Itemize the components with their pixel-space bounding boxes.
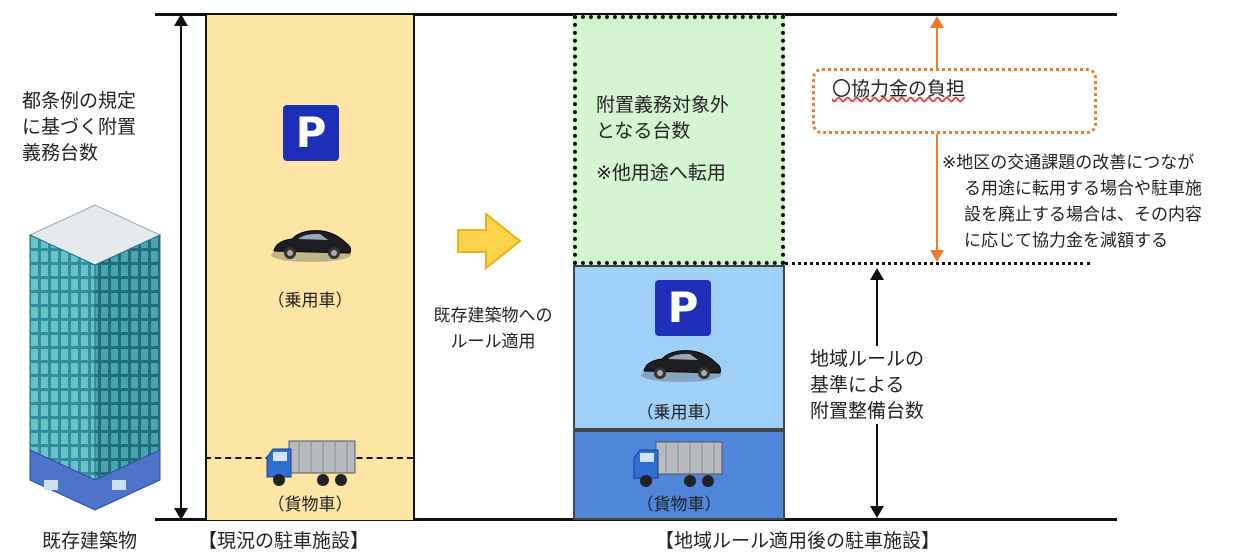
exempt-note: ※他用途へ転用 bbox=[596, 162, 726, 184]
after-facility-caption: 【地域ルール適用後の駐車施設】 bbox=[655, 530, 941, 552]
contribution-range-arrow bbox=[930, 16, 944, 262]
truck-icon bbox=[266, 440, 356, 486]
car-icon bbox=[271, 230, 351, 262]
yellow-right-arrow-icon bbox=[457, 211, 522, 271]
car-label: （乗用車） bbox=[636, 403, 722, 423]
car-icon bbox=[641, 350, 721, 382]
building-caption: 既存建築物 bbox=[42, 530, 138, 552]
current-parking-column bbox=[205, 15, 415, 520]
contribution-callout-text: 〇協力金の負担 bbox=[832, 78, 966, 100]
parking-sign-icon: P bbox=[283, 105, 339, 161]
exempt-label: 附置義務対象外 となる台数 bbox=[596, 94, 730, 142]
contribution-note: ※地区の交通課題の改善につなが る用途に転用する場合や駐車施 設を廃止する場合は… bbox=[942, 153, 1202, 251]
current-facility-caption: 【現況の駐車施設】 bbox=[198, 530, 370, 552]
apply-rule-label: 既存建築物への ルール適用 bbox=[433, 306, 553, 352]
contribution-callout bbox=[812, 68, 1097, 134]
exempt-area bbox=[573, 15, 785, 265]
building-illustration bbox=[28, 204, 162, 511]
top-baseline bbox=[155, 13, 1117, 16]
parking-sign-icon: P bbox=[655, 280, 711, 336]
required-count-label: 都条例の規定 に基づく附置 義務台数 bbox=[22, 90, 137, 164]
truck-label: （貨物車） bbox=[267, 495, 353, 515]
rule-count-label: 地域ルールの 基準による 附置整備台数 bbox=[804, 346, 931, 424]
exempt-boundary-line bbox=[785, 262, 1090, 265]
truck-label: （貨物車） bbox=[636, 495, 722, 515]
car-label: （乗用車） bbox=[267, 291, 353, 311]
truck-icon bbox=[633, 441, 723, 487]
required-count-arrow bbox=[174, 14, 188, 520]
